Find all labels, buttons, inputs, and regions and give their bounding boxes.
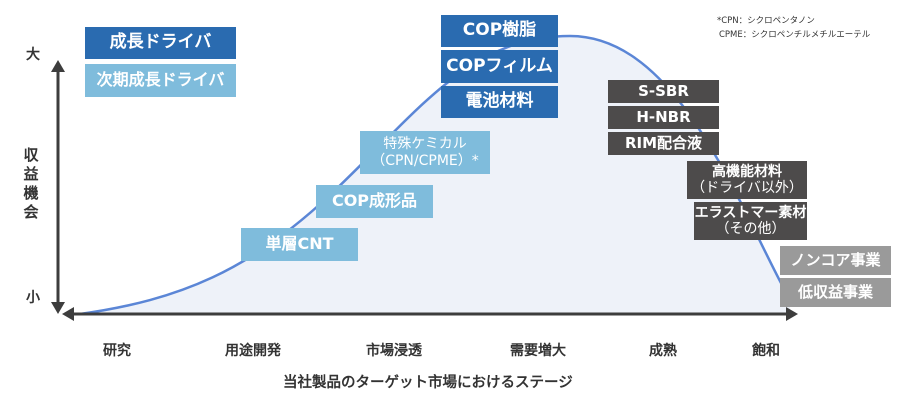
box-s-sbr-label: S-SBR [638, 81, 689, 100]
box-cop-molded-label: COP成形品 [331, 191, 418, 211]
stage-demand-growth: 需要増大 [510, 343, 566, 359]
box-elastomer-line1: エラストマー素材 [694, 204, 807, 221]
x-axis-arrow-right [786, 307, 798, 321]
box-specialty-line1: 特殊ケミカル [383, 136, 467, 153]
legend-next-growth-driver-label: 次期成長ドライバ [96, 70, 225, 90]
box-h-nbr-label: H-NBR [636, 107, 691, 126]
box-rim-compound-label: RIM配合液 [624, 133, 703, 152]
box-low-profit-business-label: 低収益事業 [797, 282, 873, 301]
box-elastomer-line2: （その他） [715, 221, 786, 237]
box-single-layer-cnt: 単層CNT [241, 228, 358, 261]
box-rim-compound: RIM配合液 [608, 132, 719, 155]
stage-maturity: 成熟 [649, 343, 677, 359]
box-specialty-chemicals: 特殊ケミカル （CPN/CPME）* [360, 131, 490, 174]
box-hpm-line2: （ドライバ以外） [691, 180, 803, 196]
box-cop-film: COPフィルム [441, 50, 558, 83]
legend-next-growth-driver: 次期成長ドライバ [85, 64, 236, 97]
stage-market-penetration: 市場浸透 [366, 343, 422, 359]
note-cpme: CPME：シクロペンチルメチルエーテル [719, 30, 871, 40]
stage-research: 研究 [103, 343, 131, 359]
legend-growth-driver-label: 成長ドライバ [109, 32, 212, 53]
x-axis-title: 当社製品のターゲット市場におけるステージ [283, 375, 573, 391]
y-axis-arrow-up [51, 60, 65, 72]
stage-saturation: 飽和 [752, 343, 780, 359]
y-axis-arrow-down [51, 302, 65, 314]
box-elastomer-materials: エラストマー素材 （その他） [694, 202, 807, 240]
box-non-core-business: ノンコア事業 [780, 246, 891, 275]
box-cop-molded: COP成形品 [316, 185, 433, 218]
x-axis-arrow-left [62, 307, 74, 321]
stage-application-development: 用途開発 [225, 343, 281, 359]
box-battery-materials-label: 電池材料 [465, 91, 534, 112]
box-s-sbr: S-SBR [608, 80, 719, 103]
curve-fill [80, 36, 790, 314]
box-cop-resin: COP樹脂 [441, 15, 558, 47]
box-cop-resin-label: COP樹脂 [462, 20, 537, 41]
box-battery-materials: 電池材料 [441, 86, 558, 118]
box-cop-film-label: COPフィルム [446, 55, 553, 76]
box-non-core-business-label: ノンコア事業 [790, 250, 881, 269]
box-h-nbr: H-NBR [608, 106, 719, 129]
box-high-performance-materials: 高機能材料 （ドライバ以外） [687, 161, 807, 199]
y-axis-title: 収益機会 [23, 146, 39, 221]
y-axis-high-label: 大 [26, 47, 40, 63]
note-cpn: *CPN：シクロペンタノン [717, 16, 815, 26]
box-low-profit-business: 低収益事業 [780, 278, 891, 307]
legend-growth-driver: 成長ドライバ [85, 27, 236, 59]
box-specialty-line2: （CPN/CPME）* [371, 152, 479, 169]
box-hpm-line1: 高機能材料 [712, 163, 782, 180]
y-axis-low-label: 小 [26, 290, 40, 306]
box-single-layer-cnt-label: 単層CNT [265, 234, 334, 254]
